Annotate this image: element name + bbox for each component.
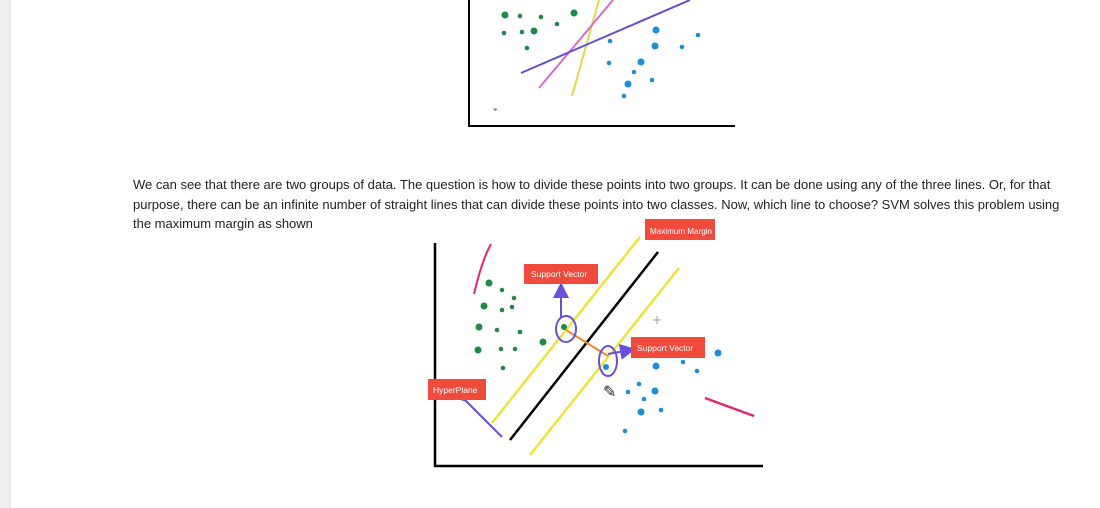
green-point	[498, 346, 504, 352]
pink-line	[538, 0, 614, 89]
margin-line-lower	[529, 267, 680, 456]
green-point	[475, 323, 483, 331]
support-vector-right-tag-bg	[631, 337, 705, 358]
hyperplane-line	[509, 251, 659, 441]
violet-line	[520, 0, 691, 74]
green-point	[539, 338, 547, 346]
yellow-line	[571, 0, 600, 97]
support-vector-right-arrow	[607, 343, 636, 360]
explanation-paragraph: We can see that there are two groups of …	[133, 177, 1060, 231]
green-point	[509, 304, 515, 310]
green-point	[499, 287, 505, 293]
pink-stroke-right	[704, 396, 755, 418]
left-gutter	[0, 0, 11, 508]
small-glyph-icon: ⌖	[493, 105, 498, 114]
blue-point	[679, 44, 685, 50]
green-points	[501, 9, 578, 51]
blue-point	[636, 381, 642, 387]
green-point	[554, 21, 560, 27]
pen-cursor-icon: ✎	[603, 382, 616, 401]
support-vector-top-tag-bg	[524, 264, 598, 284]
blue-point	[637, 58, 645, 66]
green-point	[570, 9, 578, 17]
support-vector-top-tag: Support Vector	[531, 269, 587, 279]
blue-points	[622, 349, 722, 434]
green-point	[517, 13, 523, 19]
svm-margin-figure: + ✎ Maximum Margin Support Vector Suppor…	[428, 219, 763, 468]
blue-point	[625, 389, 631, 395]
support-vector-circle-top	[555, 315, 577, 343]
green-point	[501, 30, 507, 36]
green-point	[500, 365, 506, 371]
blue-point	[680, 359, 686, 365]
blue-point	[652, 362, 660, 370]
blue-point	[658, 407, 664, 413]
blue-point	[624, 80, 632, 88]
pink-stroke-top	[473, 243, 492, 295]
support-vector-right-tag: Support Vector	[637, 343, 693, 353]
green-point	[519, 29, 525, 35]
green-point	[530, 27, 538, 35]
green-point	[524, 45, 530, 51]
green-point	[517, 329, 523, 335]
green-point	[474, 346, 482, 354]
candidate-lines-figure: ⌖	[468, 0, 735, 127]
green-points	[474, 279, 547, 371]
green-point	[485, 279, 493, 287]
blue-point	[694, 368, 700, 374]
crosshair-icon: +	[652, 313, 662, 327]
green-point	[480, 302, 488, 310]
hyperplane-arrow	[450, 385, 503, 438]
blue-point	[622, 428, 628, 434]
blue-point	[651, 387, 659, 395]
blue-point	[652, 26, 660, 34]
blue-points	[606, 26, 701, 99]
green-point	[511, 295, 517, 301]
green-point	[499, 307, 505, 313]
green-point	[501, 11, 509, 19]
blue-point	[606, 60, 612, 66]
blue-point	[631, 69, 637, 75]
hyperplane-tag: HyperPlane	[433, 385, 478, 395]
green-point	[538, 14, 544, 20]
blue-point	[714, 349, 722, 357]
support-vector-point-right	[603, 364, 609, 370]
blue-point	[651, 42, 659, 50]
support-vector-circle-right	[598, 345, 618, 377]
green-point	[494, 327, 500, 333]
hyperplane-tag-bg	[428, 379, 486, 400]
blue-point	[621, 93, 627, 99]
blue-point	[695, 32, 701, 38]
maximum-margin-tag-bg	[645, 219, 715, 240]
green-point	[512, 346, 518, 352]
blue-point	[637, 408, 645, 416]
blue-point	[649, 77, 655, 83]
maximum-margin-tag: Maximum Margin	[650, 226, 712, 236]
blue-point	[607, 38, 613, 44]
blue-point	[641, 396, 647, 402]
support-vector-point-top	[561, 324, 567, 330]
